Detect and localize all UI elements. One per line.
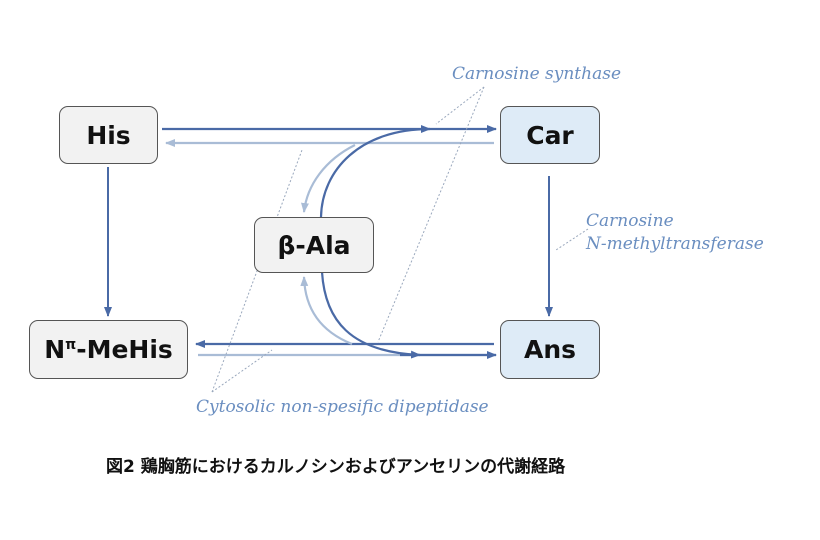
car-node: Car <box>500 106 600 164</box>
his-node: His <box>59 106 158 164</box>
synthase-leader-2 <box>377 86 485 343</box>
mehis-node: Nπ-MeHis <box>29 320 188 379</box>
ans-release-bala-curve <box>300 276 353 346</box>
synthase-leader-1 <box>435 86 485 125</box>
methyltransferase-leader <box>555 228 589 251</box>
bala-to-ans-curve <box>320 271 421 359</box>
bala-label: β-Ala <box>277 230 351 260</box>
dipeptidase-leader-2 <box>211 349 273 393</box>
bala-node: β-Ala <box>254 217 374 273</box>
dipeptidase-label: Cytosolic non-spesific dipeptidase <box>196 397 489 417</box>
car-release-bala-curve <box>301 144 356 213</box>
mehis-label-base: N <box>44 335 66 364</box>
ans-label: Ans <box>523 335 577 364</box>
methyltransferase-label-line1: Carnosine <box>586 211 674 231</box>
his-label: His <box>86 120 131 150</box>
figure-caption: 図2 鶏胸筋におけるカルノシンおよびアンセリンの代謝経路 <box>106 457 566 477</box>
mehis-label-sup: π <box>65 337 77 353</box>
mehis-label: Nπ-MeHis <box>44 335 173 364</box>
methyltransferase-label-line2: N-methyltransferase <box>586 234 764 254</box>
bala-to-car-curve <box>319 125 431 218</box>
ans-node: Ans <box>500 320 600 379</box>
carnosine-synthase-label: Carnosine synthase <box>452 64 622 84</box>
mehis-label-rest: -MeHis <box>76 335 173 364</box>
car-label: Car <box>526 120 574 150</box>
